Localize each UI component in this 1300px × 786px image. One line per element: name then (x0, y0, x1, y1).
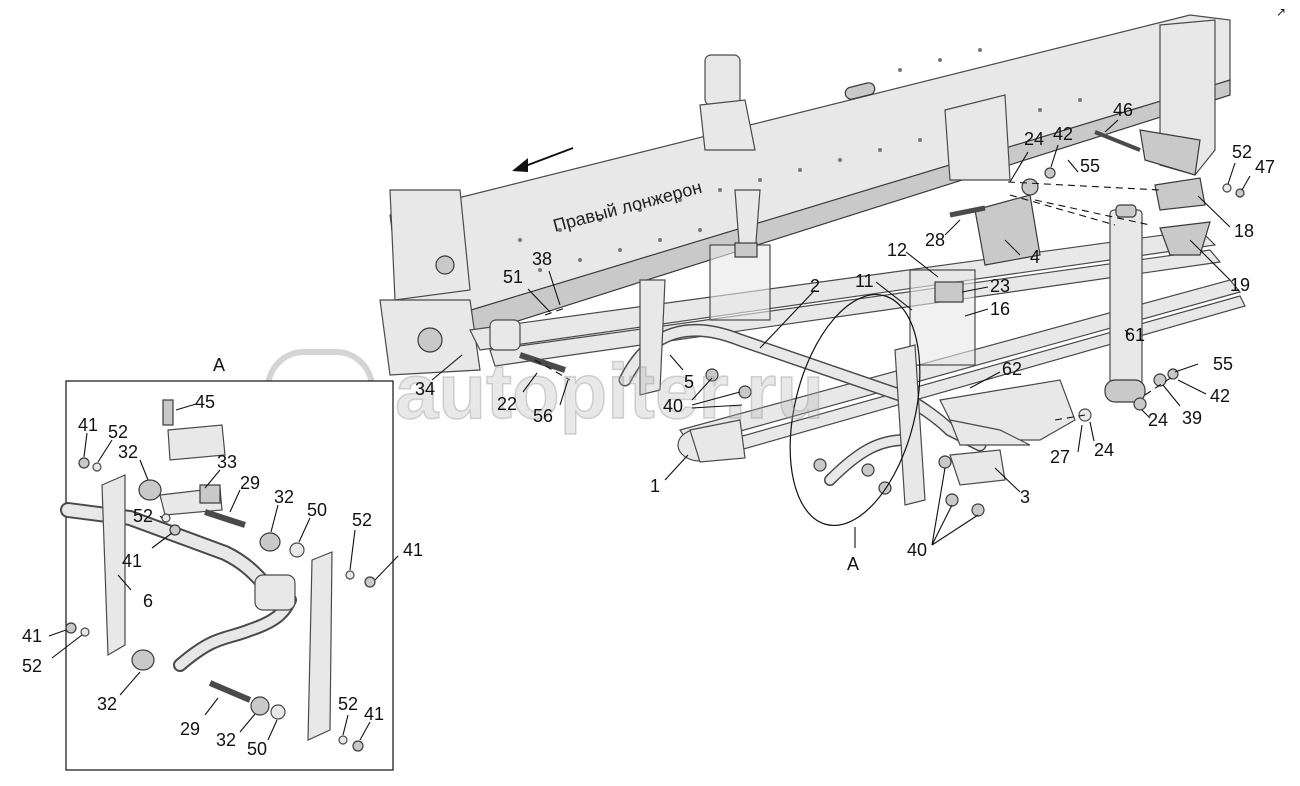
detail-callout-52d: 52 (22, 656, 42, 676)
frame-rail (379, 14, 1231, 376)
detail-callout-41d: 41 (22, 626, 42, 646)
callout-40b: 40 (907, 540, 927, 560)
pads (974, 177, 1211, 266)
detail-caption: A (213, 355, 225, 375)
callout-3: 3 (1020, 487, 1030, 507)
detail-callout-41e: 41 (364, 704, 384, 724)
callout-34: 34 (415, 379, 435, 399)
hardware-nuts-washers (705, 167, 1245, 517)
detail-callout-32d: 32 (216, 730, 236, 750)
direction-arrow (512, 147, 574, 172)
callout-24: 24 (1024, 129, 1044, 149)
detail-callout-41c: 41 (122, 551, 142, 571)
detail-callout-52: 52 (108, 422, 128, 442)
rear-spring-bracket (944, 19, 1216, 181)
callout-56: 56 (533, 406, 553, 426)
callout-42: 42 (1053, 124, 1073, 144)
upper-shock-mount (699, 54, 761, 256)
callout-46: 46 (1113, 100, 1133, 120)
detail-callout-41: 41 (78, 415, 98, 435)
callouts-detail: 45 41 52 32 33 29 32 50 52 41 6 41 52 52… (22, 392, 423, 759)
callout-23: 23 (990, 276, 1010, 296)
callout-12: 12 (887, 240, 907, 260)
callout-42b: 42 (1210, 386, 1230, 406)
detail-callout-32: 32 (118, 442, 138, 462)
watermark-text: autopiter.ru (395, 347, 824, 435)
callout-47: 47 (1255, 157, 1275, 177)
callout-16: 16 (990, 299, 1010, 319)
callout-24b: 24 (1148, 410, 1168, 430)
callout-1: 1 (650, 476, 660, 496)
callout-55: 55 (1080, 156, 1100, 176)
detail-callout-33: 33 (217, 452, 237, 472)
callout-62: 62 (1002, 359, 1022, 379)
leader-lines-detail (48, 403, 399, 741)
callouts-main: 46 42 24 55 52 47 18 19 28 4 12 23 11 16… (415, 100, 1275, 574)
detail-callout-6: 6 (143, 591, 153, 611)
bolts (489, 130, 1141, 373)
callout-51: 51 (503, 267, 523, 287)
spring-eye-bushing (677, 419, 746, 463)
callout-61: 61 (1125, 325, 1145, 345)
callout-detail-a: A (847, 554, 859, 574)
u-bolts (709, 242, 976, 366)
callout-38: 38 (532, 249, 552, 269)
callout-4: 4 (1030, 247, 1040, 267)
callout-39: 39 (1182, 408, 1202, 428)
stabilizer-bar-main (618, 279, 987, 506)
detail-callout-50b: 50 (247, 739, 267, 759)
callout-28: 28 (925, 230, 945, 250)
callout-40: 40 (663, 396, 683, 416)
callout-24c: 24 (1094, 440, 1114, 460)
detail-a-ellipse (789, 293, 921, 527)
detail-callout-29b: 29 (180, 719, 200, 739)
callout-11: 11 (855, 271, 874, 291)
callout-18: 18 (1234, 221, 1254, 241)
callout-55b: 55 (1213, 354, 1233, 374)
callout-22: 22 (497, 394, 517, 414)
detail-callout-41b: 41 (403, 540, 423, 560)
callout-27: 27 (1050, 447, 1070, 467)
detail-callout-52b: 52 (352, 510, 372, 530)
callout-5: 5 (684, 372, 694, 392)
detail-callout-32b: 32 (274, 487, 294, 507)
callout-52: 52 (1232, 142, 1252, 162)
detail-callout-45: 45 (195, 392, 215, 412)
spring-bracket (939, 379, 1076, 486)
detail-a-inset: A (60, 355, 394, 771)
detail-callout-50: 50 (307, 500, 327, 520)
detail-callout-52e: 52 (338, 694, 358, 714)
detail-callout-32c: 32 (97, 694, 117, 714)
leader-lines-main (431, 119, 1251, 546)
callout-19: 19 (1230, 275, 1250, 295)
corner-mark: ↗ (1276, 5, 1286, 19)
detail-callout-52c: 52 (133, 506, 153, 526)
shock-absorber (1104, 204, 1146, 403)
assembly-lines (534, 181, 1176, 421)
detail-callout-29: 29 (240, 473, 260, 493)
callout-2: 2 (810, 276, 820, 296)
